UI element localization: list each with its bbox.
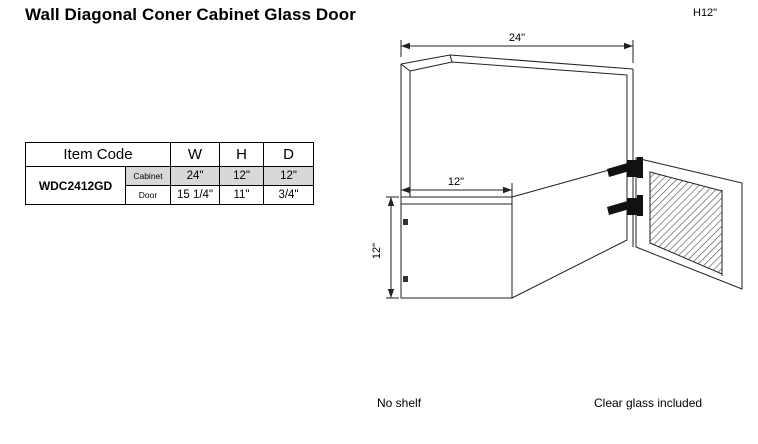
col-header-w: W [170,142,220,167]
col-header-d: D [263,142,314,167]
table-row-cabinet: WDC2412GD Cabinet 24" 12" 12" [25,166,314,205]
dim-depth-line [401,183,513,197]
glass-door [635,157,743,290]
part-label-door: Door [125,185,171,205]
arrowhead [503,186,512,194]
dim-height-line [386,196,399,299]
cabinet-w-cell: 24" [170,166,220,186]
page-title: Wall Diagonal Coner Cabinet Glass Door [25,5,356,24]
hinge-plate-mark-top [403,219,408,225]
arrowhead [624,42,633,50]
dim-height-label: 12" [371,243,383,259]
cabinet-outline [400,54,634,299]
dim-width-line [400,40,634,63]
spec-table: Item Code W H D WDC2412GD Cabinet 24" 12… [25,142,314,205]
arrowhead [401,186,410,194]
cabinet-h-cell: 12" [219,166,264,186]
hinge-top-icon [607,157,643,178]
part-label-cabinet: Cabinet [125,166,171,186]
col-header-item-code: Item Code [25,142,171,167]
cabinet-d-cell: 12" [263,166,314,186]
hinge-plate-mark-bottom [403,276,408,282]
item-code-cell: WDC2412GD [25,166,126,205]
spec-table-header-row: Item Code W H D [25,142,314,167]
hinge-bottom-icon [607,195,643,216]
door-h-cell: 11" [219,185,264,205]
arrowhead [387,197,395,206]
dim-depth-label: 12" [448,176,464,188]
arrowhead [401,42,410,50]
corner-code: H12" [693,7,718,19]
footnote-no-shelf: No shelf [377,396,422,410]
glass-panel [649,171,723,275]
door-d-cell: 3/4" [263,185,314,205]
dim-width-label: 24" [509,32,525,44]
table-row-door: Door 15 1/4" 11" 3/4" [26,185,314,205]
arrowhead [387,289,395,298]
door-w-cell: 15 1/4" [170,185,220,205]
col-header-h: H [219,142,264,167]
footnote-clear-glass: Clear glass included [594,396,703,410]
